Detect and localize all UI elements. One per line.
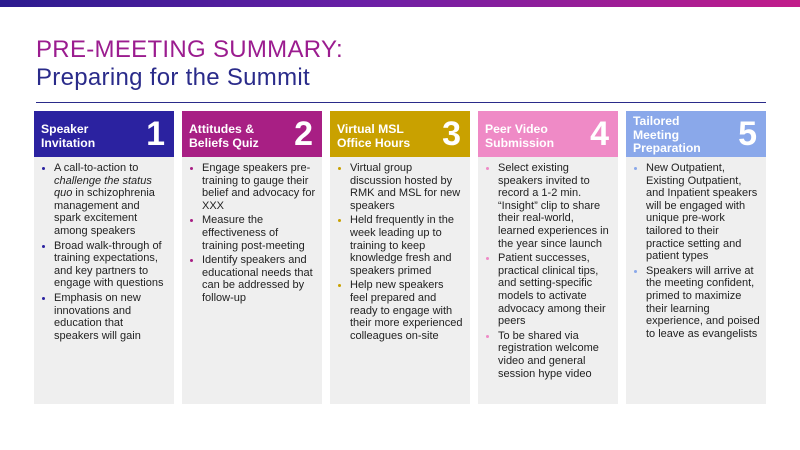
bullet-text: Patient successes, practical clinical ti… [498, 252, 606, 328]
bullet-item: Emphasis on new innovations and educatio… [40, 292, 168, 342]
column-header: Virtual MSL Office Hours 3 [330, 111, 470, 157]
bullet-icon [338, 219, 341, 223]
column-body: Engage speakers pre-training to gauge th… [182, 157, 322, 404]
bullet-icon [190, 259, 193, 263]
bullet-text: A call-to-action to challenge the status… [54, 162, 155, 237]
bullet-text: Engage speakers pre-training to gauge th… [202, 162, 316, 212]
bullet-text: Help new speakers feel prepared and read… [350, 279, 463, 342]
bullet-icon [338, 284, 341, 288]
bullet-text: Speakers will arrive at the meeting conf… [646, 264, 760, 340]
bullet-text: Measure the effectiveness of training po… [202, 214, 305, 252]
column-attitudes-beliefs-quiz: Attitudes & Beliefs Quiz 2 Engage speake… [182, 111, 322, 404]
bullet-item: Virtual group discussion hosted by RMK a… [336, 162, 464, 212]
bullet-icon [634, 269, 637, 273]
bullet-icon [486, 334, 489, 338]
column-body: Select existing speakers invited to reco… [478, 157, 618, 404]
bullet-text: Select existing speakers invited to reco… [498, 162, 609, 250]
step-number: 4 [590, 115, 609, 153]
bullet-item: Select existing speakers invited to reco… [484, 162, 612, 250]
page-title: PRE-MEETING SUMMARY: [36, 36, 343, 63]
bullet-icon [486, 167, 489, 170]
column-header: Speaker Invitation 1 [34, 111, 174, 157]
page-subtitle: Preparing for the Summit [36, 64, 310, 91]
bullet-item: Identify speakers and educational needs … [188, 254, 316, 304]
bullet-list: Virtual group discussion hosted by RMK a… [336, 162, 464, 342]
bullet-list: New Outpatient, Existing Outpatient, and… [632, 162, 760, 340]
bullet-icon [42, 244, 45, 248]
bullet-item: Measure the effectiveness of training po… [188, 214, 316, 252]
bullet-list: A call-to-action to challenge the status… [40, 162, 168, 342]
step-number: 5 [738, 115, 757, 153]
bullet-list: Select existing speakers invited to reco… [484, 162, 612, 380]
column-body: Virtual group discussion hosted by RMK a… [330, 157, 470, 404]
bullet-icon [42, 296, 45, 300]
bullet-icon [190, 167, 193, 170]
bullet-item: Speakers will arrive at the meeting conf… [632, 265, 760, 341]
bullet-text: Broad walk-through of training expectati… [54, 239, 164, 290]
bullet-icon [486, 257, 489, 261]
bullet-item: Patient successes, practical clinical ti… [484, 252, 612, 328]
bullet-item: Engage speakers pre-training to gauge th… [188, 162, 316, 212]
column-heading: Peer Video Submission [485, 122, 555, 150]
top-gradient-bar [0, 0, 800, 7]
column-header: Attitudes & Beliefs Quiz 2 [182, 111, 322, 157]
step-number: 2 [294, 115, 313, 153]
bullet-text: New Outpatient, Existing Outpatient, and… [646, 162, 758, 263]
title-divider [36, 102, 766, 103]
bullet-item: Held frequently in the week leading up t… [336, 214, 464, 277]
column-speaker-invitation: Speaker Invitation 1 A call-to-action to… [34, 111, 174, 404]
column-header: Tailored Meeting Preparation 5 [626, 111, 766, 157]
step-number: 1 [146, 115, 165, 153]
bullet-list: Engage speakers pre-training to gauge th… [188, 162, 316, 305]
column-tailored-meeting-preparation: Tailored Meeting Preparation 5 New Outpa… [626, 111, 766, 404]
bullet-icon [338, 167, 341, 170]
column-virtual-msl-office-hours: Virtual MSL Office Hours 3 Virtual group… [330, 111, 470, 404]
column-body: A call-to-action to challenge the status… [34, 157, 174, 404]
bullet-text: To be shared via registration welcome vi… [498, 329, 599, 380]
column-peer-video-submission: Peer Video Submission 4 Select existing … [478, 111, 618, 404]
column-heading: Virtual MSL Office Hours [337, 122, 411, 150]
bullet-item: Broad walk-through of training expectati… [40, 240, 168, 290]
bullet-text: Emphasis on new innovations and educatio… [54, 291, 141, 342]
bullet-icon [190, 219, 193, 223]
bullet-item: To be shared via registration welcome vi… [484, 330, 612, 380]
bullet-item: A call-to-action to challenge the status… [40, 162, 168, 238]
bullet-item: Help new speakers feel prepared and read… [336, 279, 464, 342]
bullet-item: New Outpatient, Existing Outpatient, and… [632, 162, 760, 263]
bullet-icon [634, 167, 637, 170]
column-heading: Tailored Meeting Preparation [633, 114, 701, 155]
bullet-text: Identify speakers and educational needs … [202, 254, 313, 304]
column-header: Peer Video Submission 4 [478, 111, 618, 157]
column-body: New Outpatient, Existing Outpatient, and… [626, 157, 766, 404]
bullet-text: Virtual group discussion hosted by RMK a… [350, 162, 461, 212]
bullet-text: Held frequently in the week leading up t… [350, 214, 454, 277]
column-heading: Attitudes & Beliefs Quiz [189, 122, 259, 150]
column-heading: Speaker Invitation [41, 122, 96, 150]
step-number: 3 [442, 115, 461, 153]
bullet-icon [42, 167, 45, 170]
